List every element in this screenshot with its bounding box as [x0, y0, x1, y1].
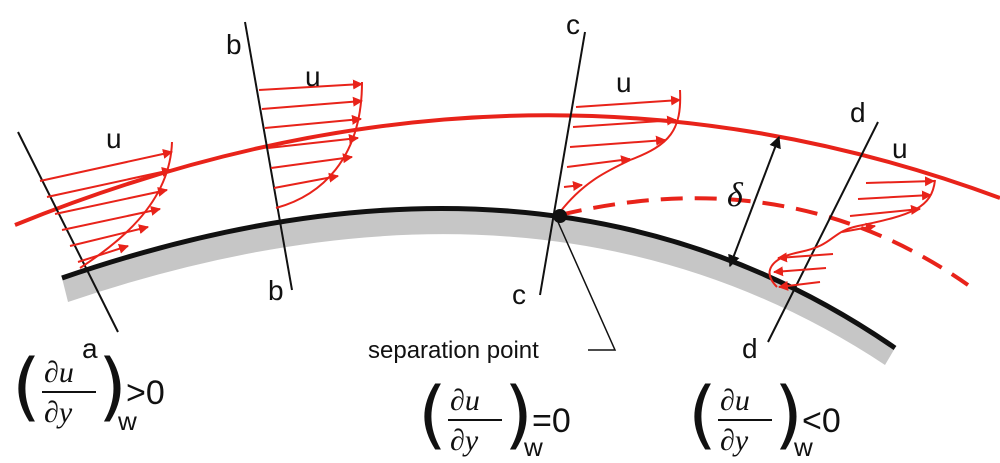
gradient-subscript: w — [523, 432, 543, 458]
velocity-profile-b — [258, 79, 363, 209]
wall-gradient-condition-c: ( ∂u ∂y ) w =0 — [418, 372, 571, 462]
wall-gradient-condition-d: ( ∂u ∂y ) w <0 — [688, 372, 841, 462]
velocity-profile-c — [559, 89, 682, 213]
gradient-subscript: w — [793, 432, 813, 458]
section-letter-a: a — [82, 333, 98, 364]
wall-surface — [61, 205, 897, 351]
section-line-a — [17, 131, 119, 333]
gradient-subscript: w — [117, 406, 137, 436]
gradient-denominator: ∂y — [720, 424, 749, 457]
velocity-label-c: u — [616, 67, 632, 98]
gradient-numerator: ∂u — [720, 384, 750, 417]
boundary-layer-thickness-symbol: δ — [727, 177, 744, 214]
velocity-profile-d — [768, 176, 936, 291]
svg-text:): ) — [774, 372, 803, 458]
gradient-numerator: ∂u — [44, 356, 74, 389]
gradient-numerator: ∂u — [450, 384, 480, 417]
separation-point-label: separation point — [368, 337, 539, 364]
separation-point-marker — [553, 209, 567, 223]
gradient-relation-d: <0 — [802, 402, 841, 440]
separation-leader-line — [557, 221, 617, 351]
gradient-relation-a: >0 — [126, 374, 165, 412]
section-line-d — [767, 121, 879, 343]
section-line-c — [539, 31, 586, 296]
boundary-layer-thickness-arrow — [728, 135, 781, 268]
section-letter-c-bottom: c — [512, 279, 526, 310]
gradient-relation-c: =0 — [532, 402, 571, 440]
velocity-label-d: u — [892, 133, 908, 164]
section-letter-c-top: c — [566, 9, 580, 40]
svg-text:(: ( — [418, 372, 447, 458]
velocity-profile-a — [39, 141, 173, 269]
svg-text:): ) — [504, 372, 533, 458]
svg-text:(: ( — [688, 372, 717, 458]
svg-text:): ) — [98, 344, 127, 430]
section-letter-d-bottom: d — [742, 333, 758, 364]
velocity-label-b: u — [305, 61, 321, 92]
gradient-denominator: ∂y — [44, 396, 73, 429]
velocity-label-a: u — [106, 123, 122, 154]
section-line-b — [244, 21, 293, 291]
section-letter-b-bottom: b — [268, 275, 284, 306]
wall-gradient-condition-a: ( ∂u ∂y ) w >0 — [12, 344, 165, 436]
section-letter-d-top: d — [850, 97, 866, 128]
svg-text:(: ( — [12, 344, 41, 430]
section-letter-b-top: b — [226, 29, 242, 60]
gradient-denominator: ∂y — [450, 424, 479, 457]
